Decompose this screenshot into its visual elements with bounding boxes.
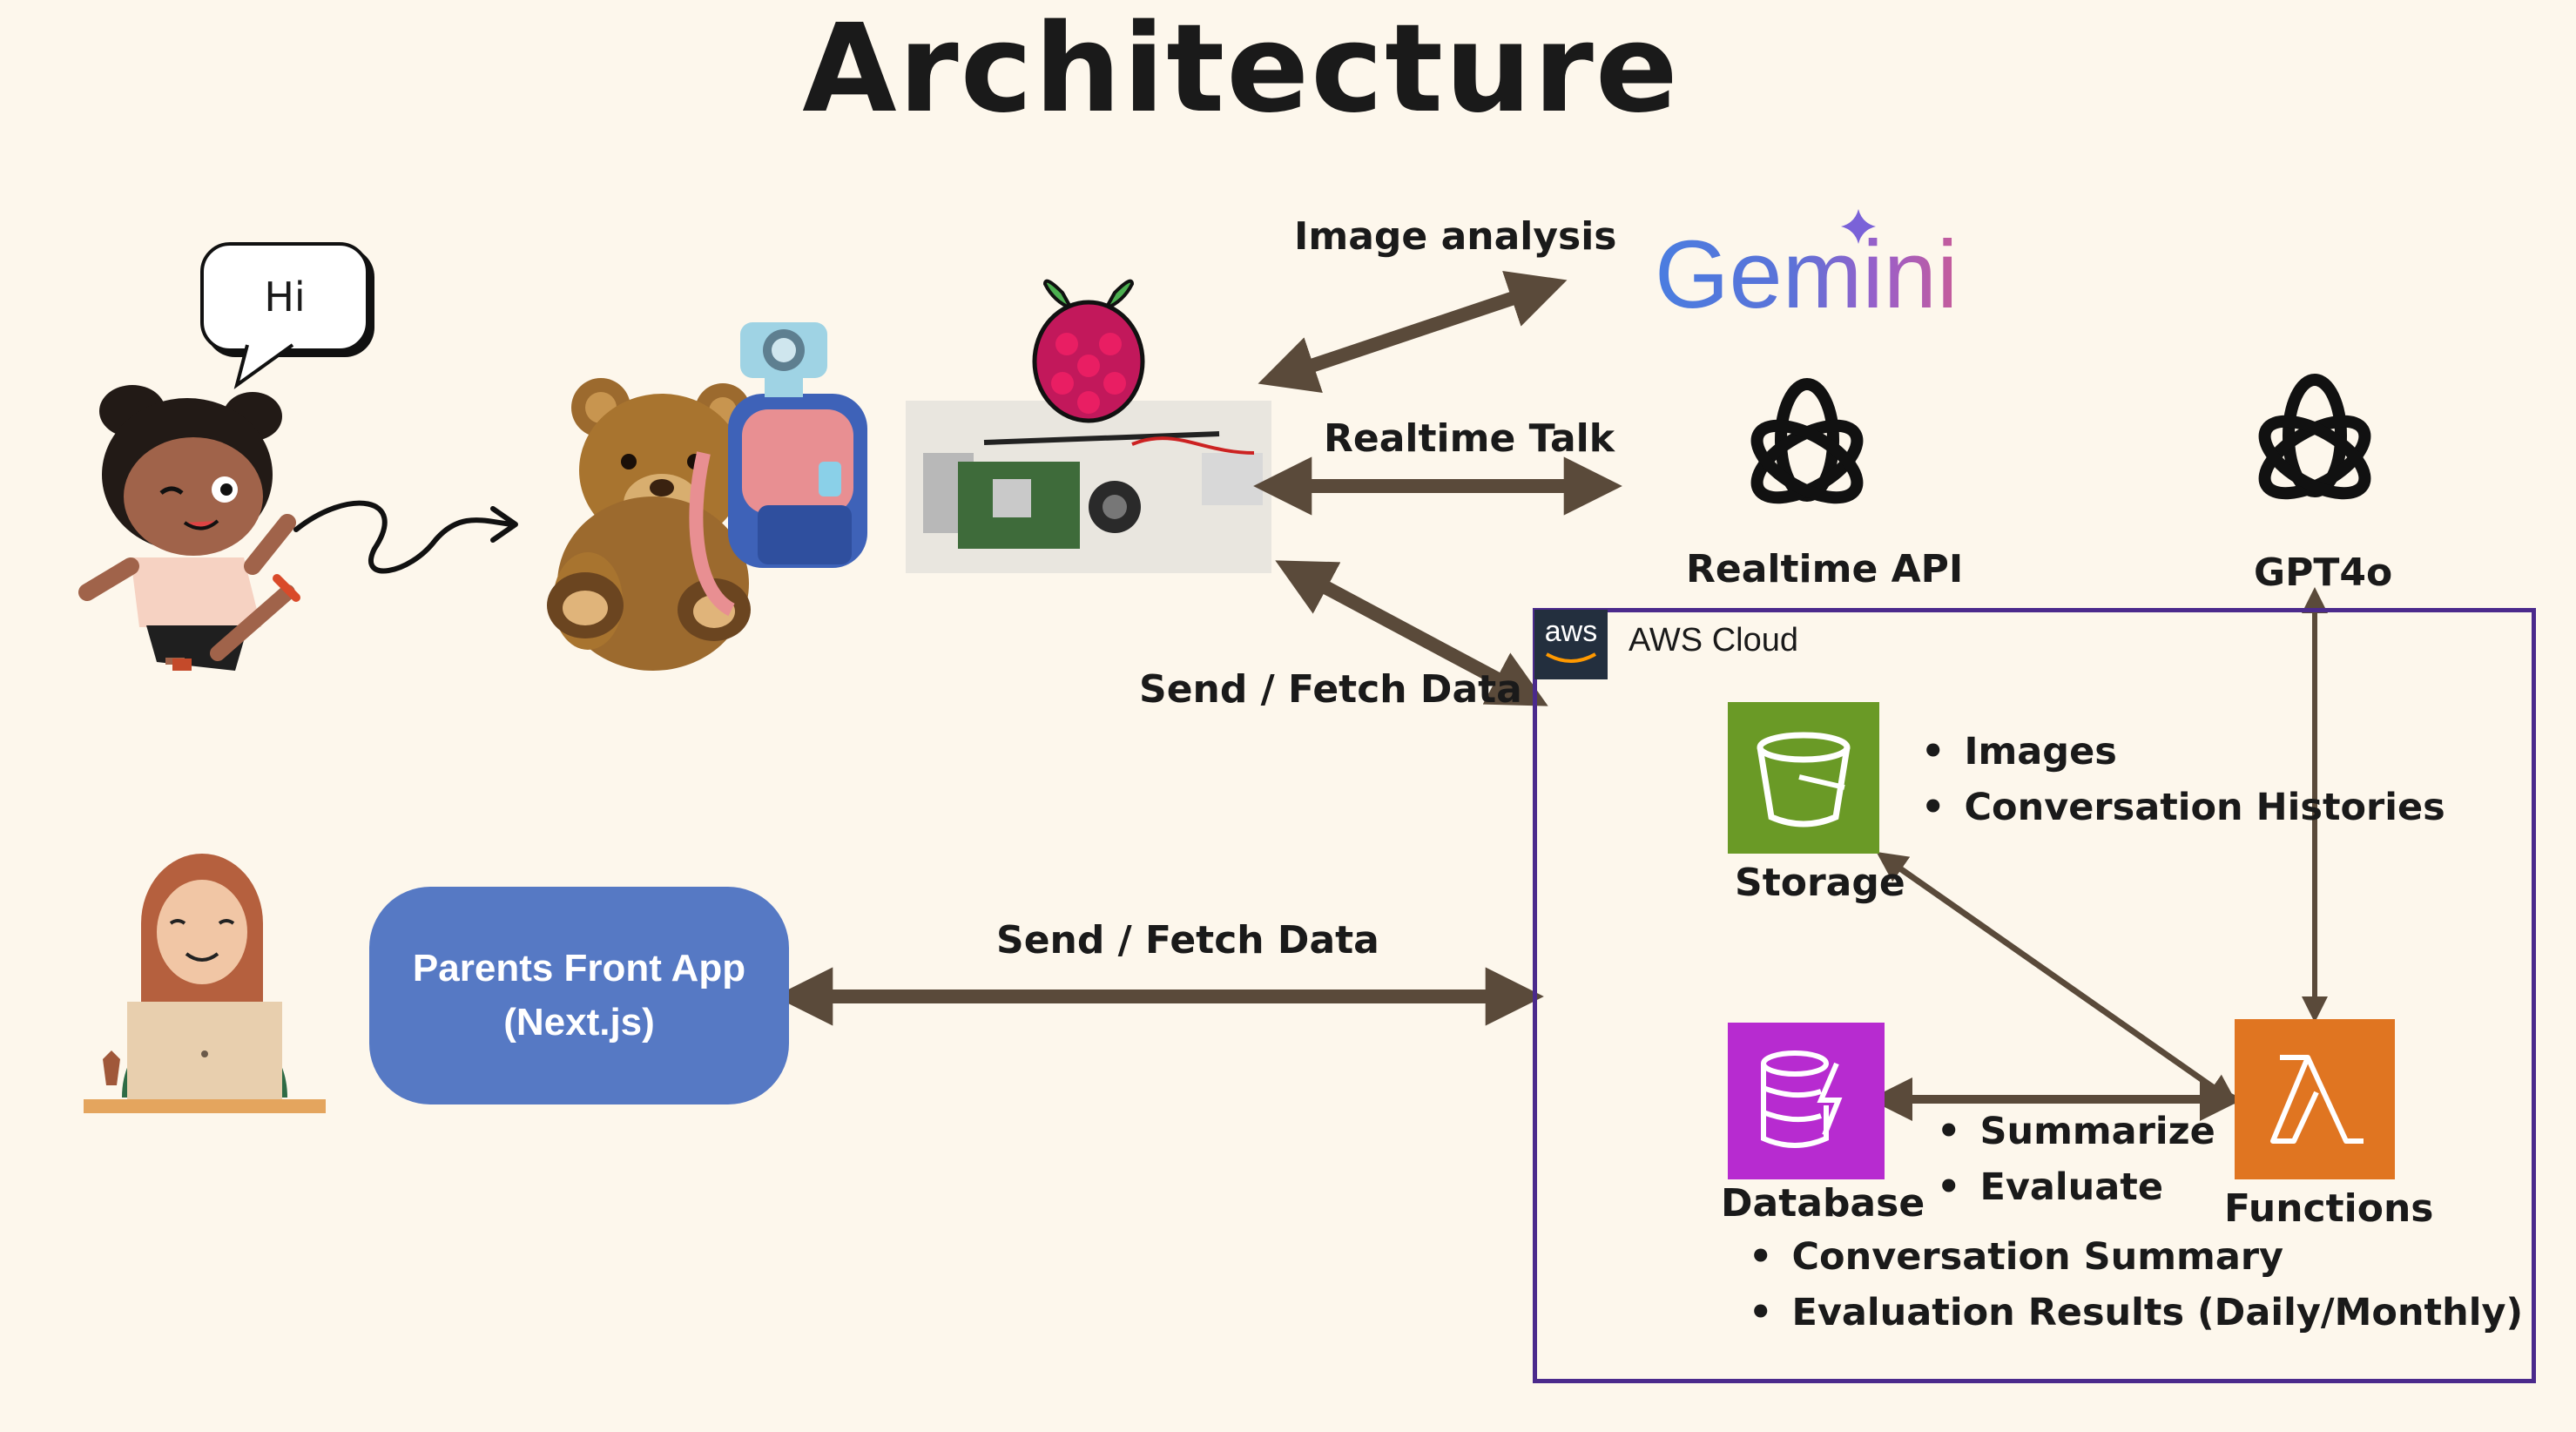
storage-contents: Images Conversation Histories [1921,730,2445,841]
aws-cloud-container [1533,608,2536,1383]
raspberry-pi-board [906,401,1271,573]
database-service[interactable] [1728,1023,1885,1179]
database-contents: Conversation Summary Evaluation Results … [1749,1235,2523,1347]
gpt4o-label: GPT4o [2254,551,2393,595]
parents-front-app[interactable]: Parents Front App (Next.js) [369,887,789,1104]
label-send-fetch-app: Send / Fetch Data [996,918,1379,963]
storage-item: Conversation Histories [1921,786,2445,829]
parents-app-framework: (Next.js) [503,1001,655,1044]
child-to-toy-arrow [293,500,516,574]
arrow-image-analysis [1258,270,1568,394]
raspberry-pi-logo [1032,279,1145,423]
functions-item: Summarize [1937,1110,2215,1153]
aws-cloud-title: AWS Cloud [1629,622,1798,659]
gemini-sparkle-icon [1841,209,1876,244]
functions-actions: Summarize Evaluate [1937,1110,2215,1221]
page-title: Architecture [802,0,1680,140]
database-item: Evaluation Results (Daily/Monthly) [1749,1291,2523,1334]
speech-bubble-tail [233,343,294,389]
database-item: Conversation Summary [1749,1235,2523,1279]
aws-logo-text: aws [1544,615,1598,648]
camera-icon [740,322,827,397]
functions-item: Evaluate [1937,1165,2215,1209]
storage-label: Storage [1735,861,1905,905]
parent-illustration [84,854,326,1113]
arrow-device-aws [1275,560,1548,706]
database-label: Database [1721,1181,1925,1226]
aws-smile-icon [1546,652,1596,663]
storage-service[interactable] [1728,702,1879,854]
bucket-icon [1757,732,1851,827]
backpack-illustration [689,394,867,617]
teddy-bear-illustration [547,378,751,671]
speech-bubble: Hi [200,242,369,352]
label-send-fetch-device: Send / Fetch Data [1139,667,1522,712]
openai-logo-realtime [1750,378,1864,504]
child-illustration [78,385,300,671]
parents-app-name: Parents Front App [412,947,746,990]
aws-logo: aws [1534,610,1608,679]
arrow-storage-functions [1876,851,2238,1105]
dynamodb-icon [1761,1050,1843,1148]
gemini-logo: Gemini [1655,221,1959,328]
lambda-icon [2270,1055,2364,1144]
functions-service[interactable] [2235,1019,2395,1179]
label-image-analysis: Image analysis [1294,214,1617,259]
functions-label: Functions [2224,1186,2434,1231]
storage-item: Images [1921,730,2445,773]
openai-logo-gpt4o [2258,374,2371,500]
label-realtime-talk: Realtime Talk [1324,416,1615,461]
realtime-api-label: Realtime API [1686,547,1964,591]
